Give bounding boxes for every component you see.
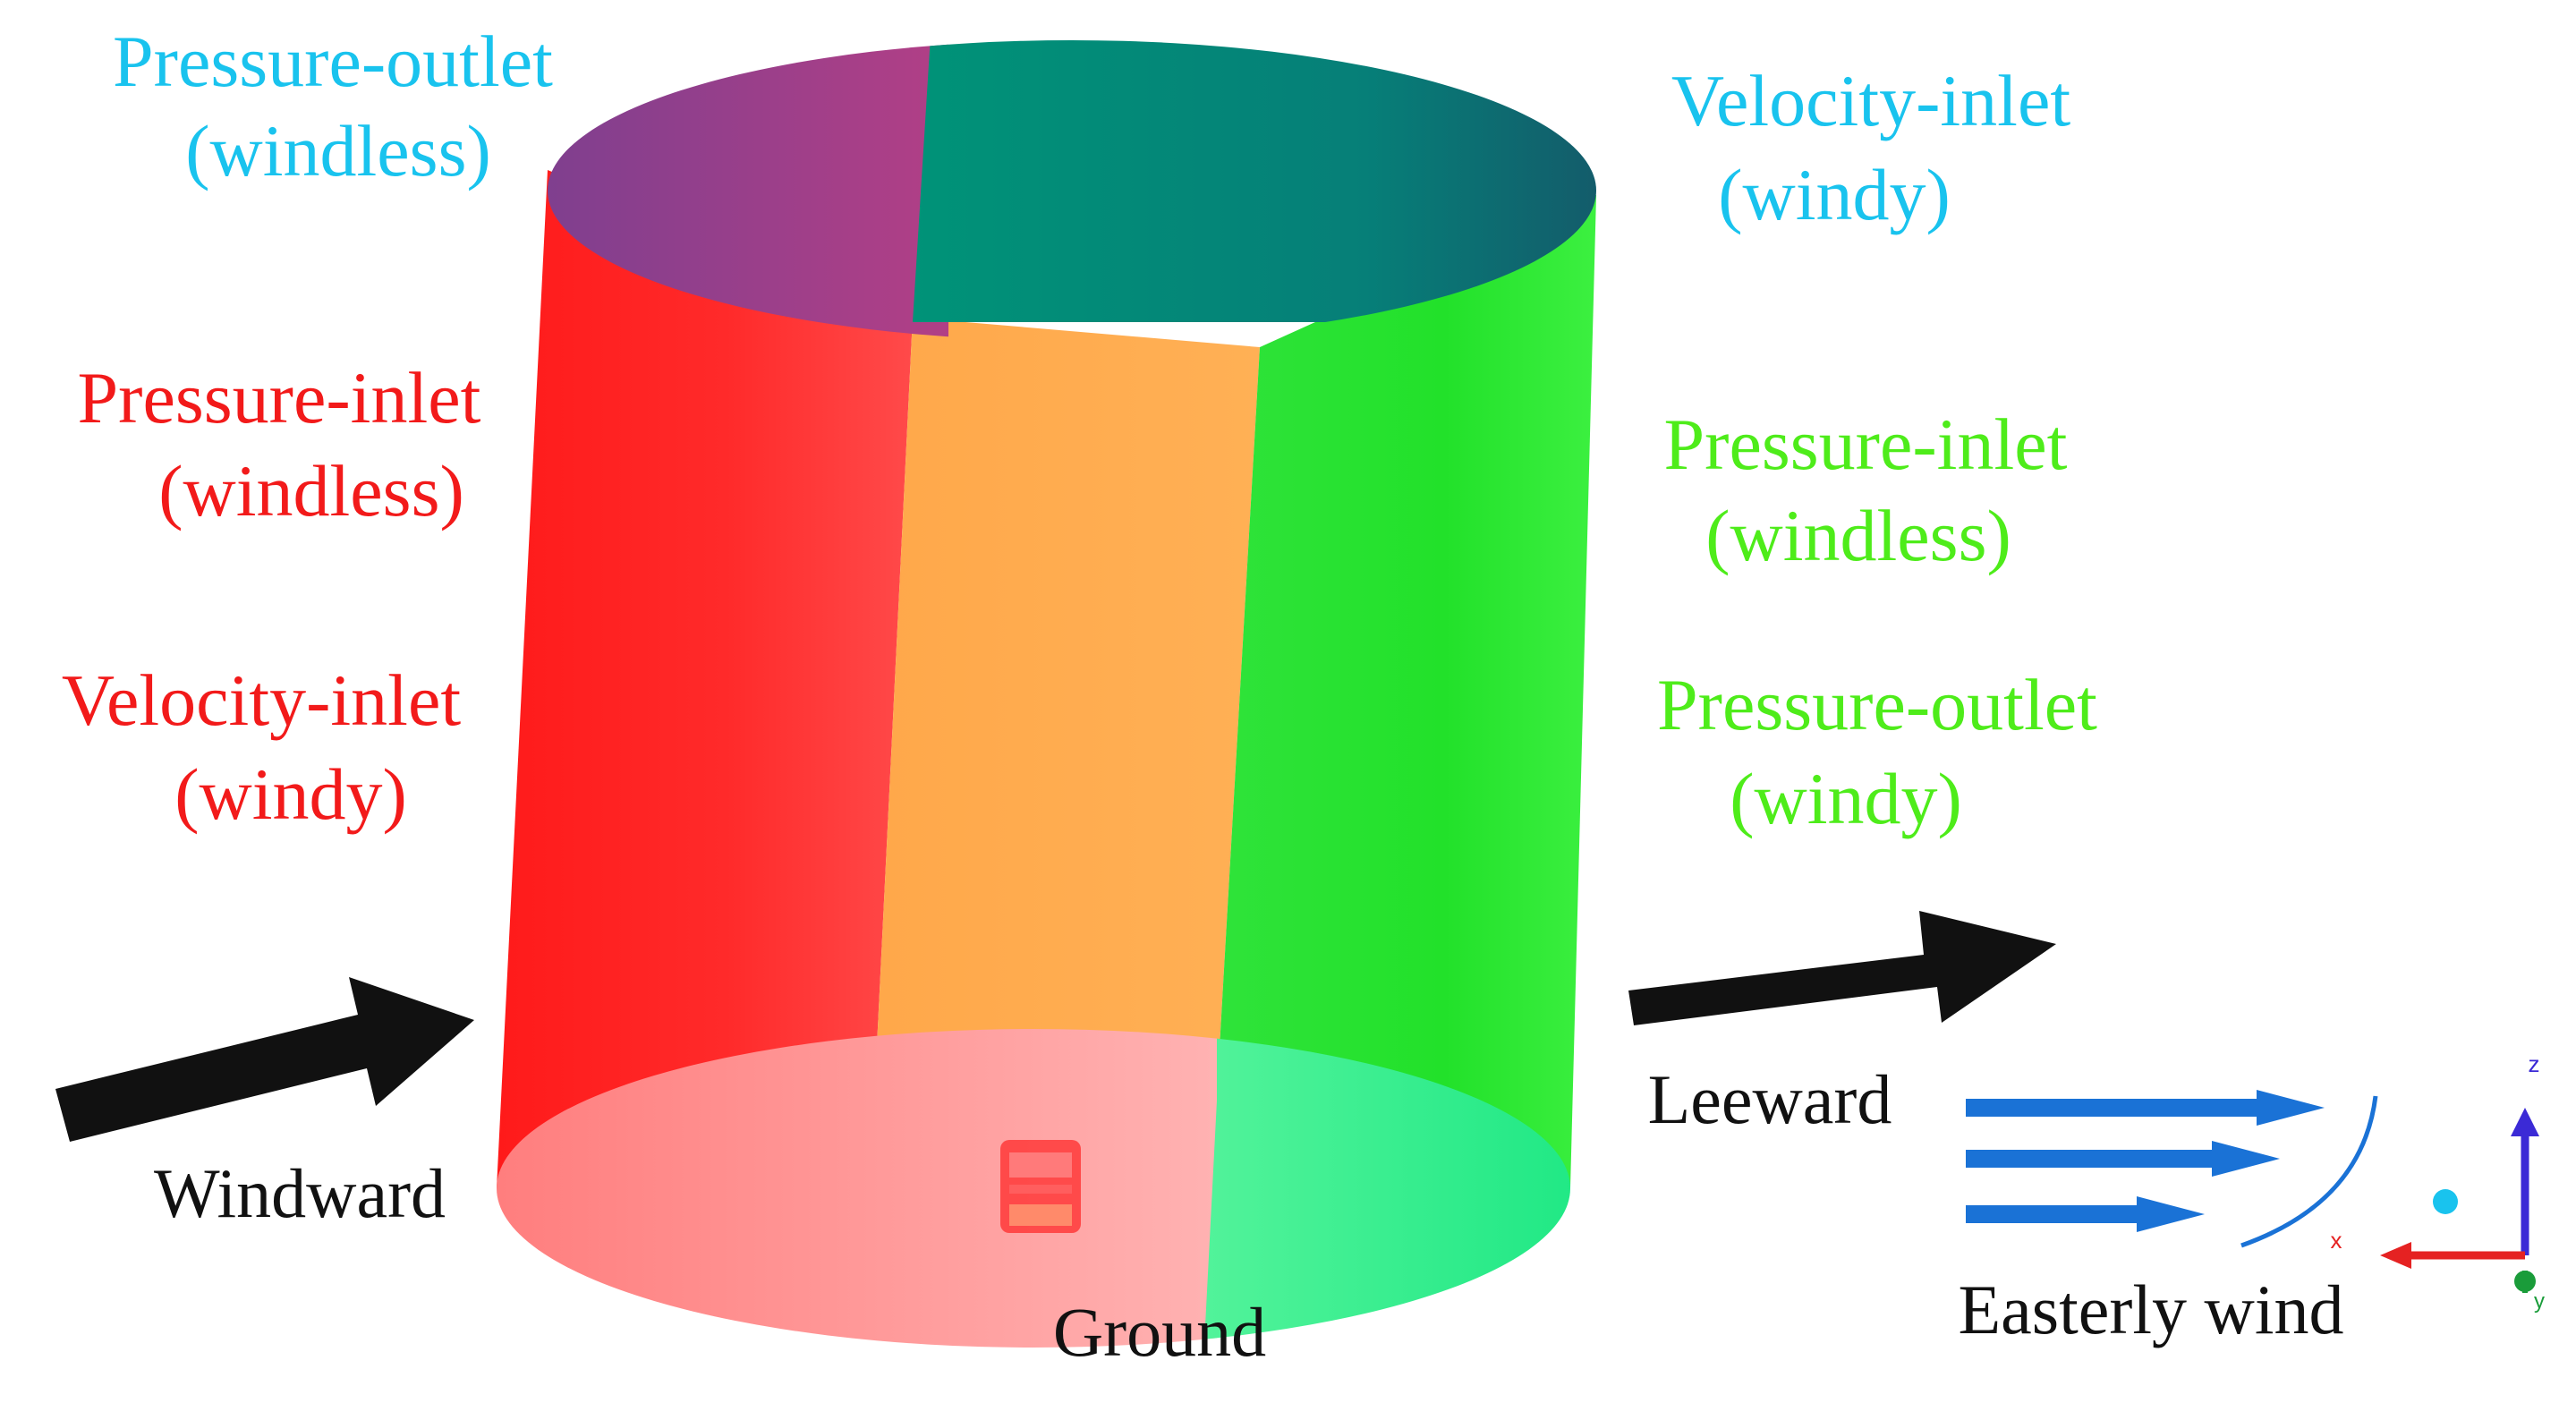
windward-arrow-icon — [55, 977, 474, 1142]
svg-text:Pressure-outlet: Pressure-outlet — [113, 21, 553, 102]
svg-text:Pressure-outlet: Pressure-outlet — [1657, 664, 2097, 745]
red-face — [497, 170, 913, 1188]
axis-z-label: z — [2529, 1050, 2540, 1077]
label-velocity-inlet-windy-top: Velocity-inlet (windy) — [1671, 60, 2071, 235]
leeward-arrow-icon — [1628, 911, 2056, 1025]
svg-text:Velocity-inlet: Velocity-inlet — [1671, 60, 2071, 141]
label-velocity-inlet-windy-left: Velocity-inlet (windy) — [62, 659, 462, 835]
svg-text:Pressure-inlet: Pressure-inlet — [1664, 404, 2068, 485]
svg-text:(windless): (windless) — [185, 110, 491, 191]
svg-text:(windy): (windy) — [1730, 758, 1962, 839]
label-pressure-outlet-windy: Pressure-outlet (windy) — [1657, 664, 2097, 839]
building-model-icon — [1000, 1140, 1081, 1233]
label-easterly-wind: Easterly wind — [1958, 1271, 2343, 1348]
label-leeward: Leeward — [1648, 1060, 1892, 1138]
label-pressure-outlet-windless: Pressure-outlet (windless) — [113, 21, 553, 191]
coordinate-axes-icon: z x y — [2331, 1050, 2546, 1314]
label-windward: Windward — [154, 1154, 446, 1232]
svg-text:Velocity-inlet: Velocity-inlet — [62, 659, 462, 741]
easterly-wind-icon — [1966, 1090, 2378, 1248]
label-pressure-inlet-windless-right: Pressure-inlet (windless) — [1664, 404, 2068, 576]
svg-text:(windy): (windy) — [1718, 154, 1951, 235]
green-face — [1217, 195, 1596, 1188]
axis-y-label: y — [2534, 1289, 2545, 1314]
svg-text:(windy): (windy) — [174, 753, 407, 835]
svg-text:(windless): (windless) — [1705, 495, 2011, 576]
svg-text:Pressure-inlet: Pressure-inlet — [78, 357, 481, 438]
axis-x-label: x — [2331, 1227, 2342, 1254]
svg-text:(windless): (windless) — [158, 450, 464, 531]
cylinder-side — [497, 170, 1596, 1188]
orange-face — [875, 318, 1260, 1093]
label-pressure-inlet-windless-left: Pressure-inlet (windless) — [78, 357, 481, 531]
label-ground: Ground — [1053, 1293, 1266, 1371]
